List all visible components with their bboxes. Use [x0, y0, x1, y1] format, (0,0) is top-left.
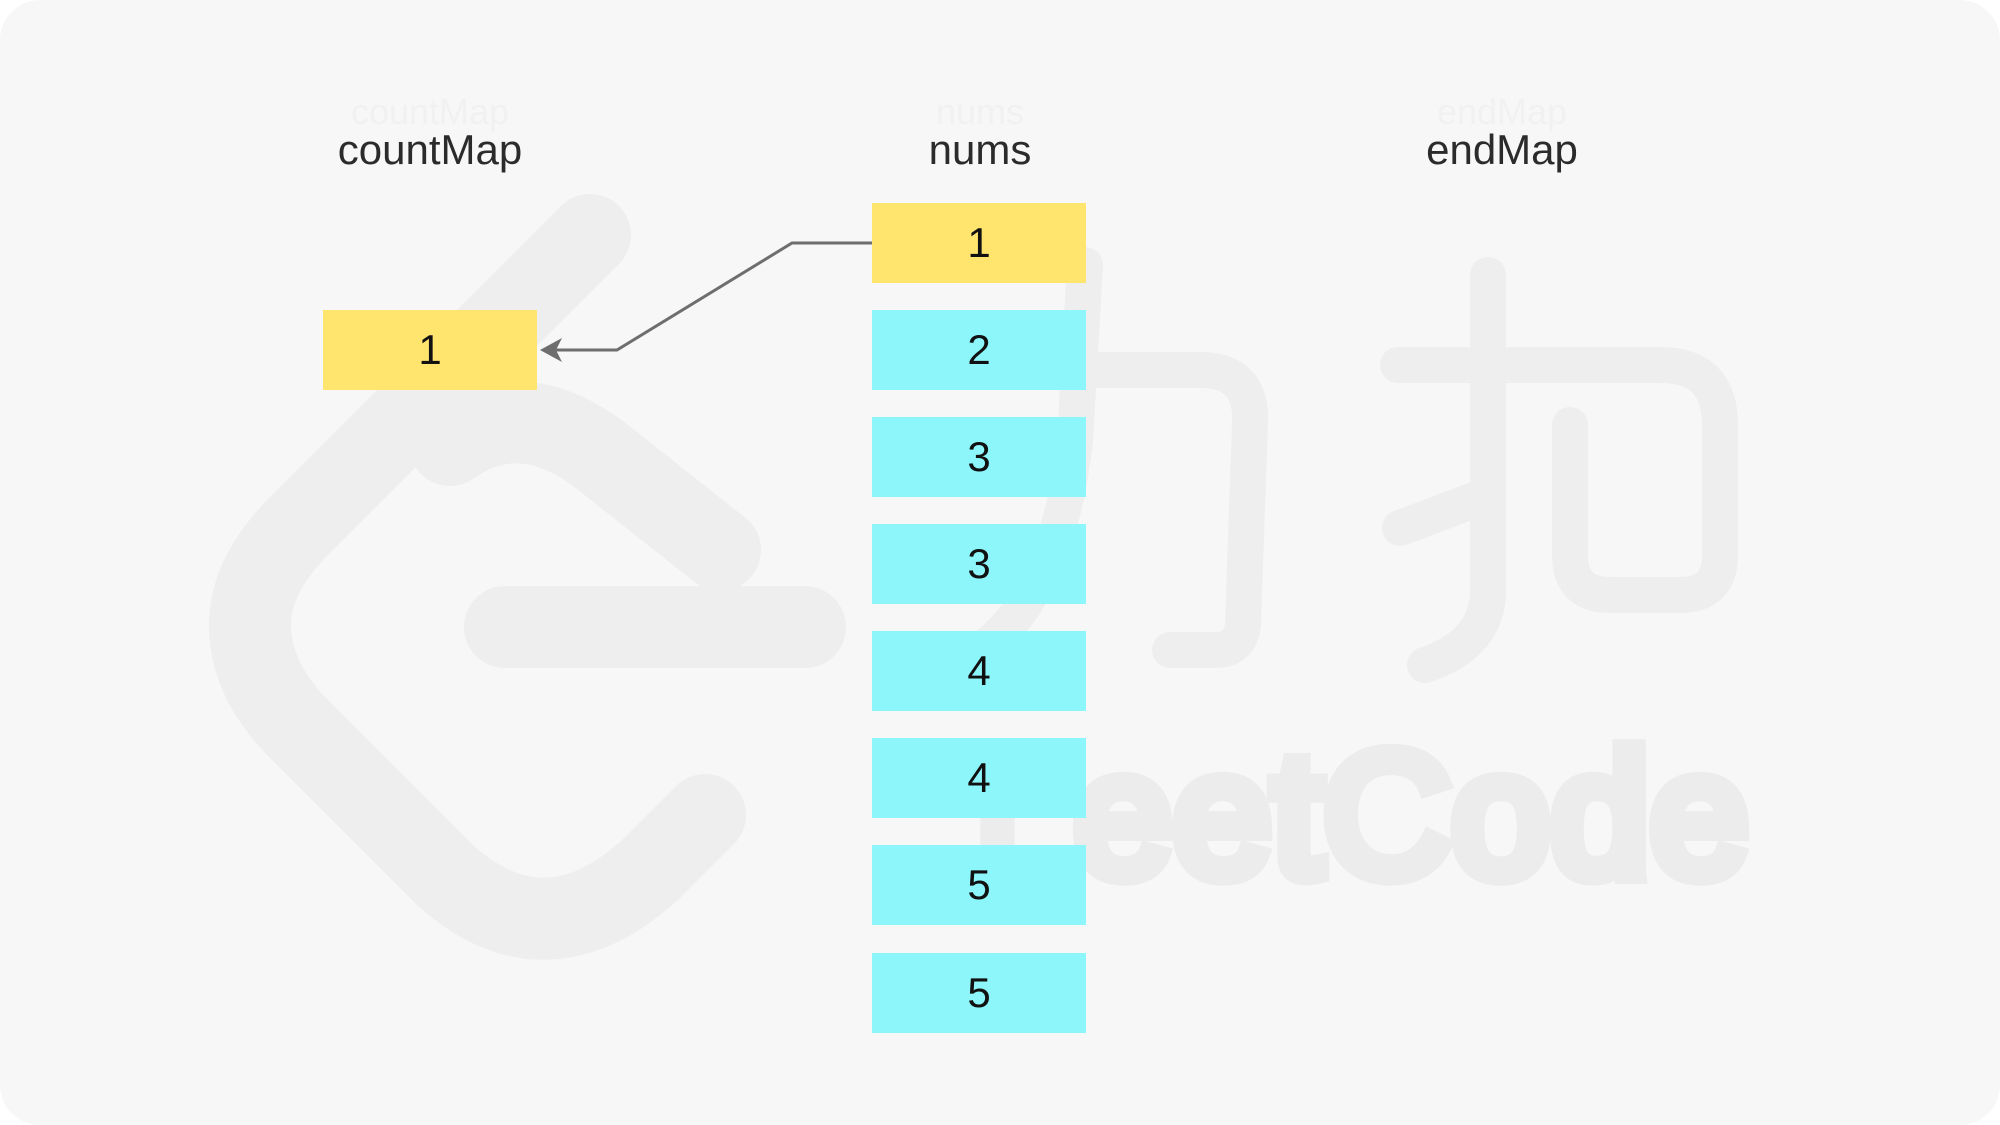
ghost-label-count-map: countMap — [350, 91, 510, 132]
nums-cell: 3 — [872, 524, 1086, 604]
nums-cell: 5 — [872, 845, 1086, 925]
nums-cell: 1 — [872, 203, 1086, 283]
nums-cell: 4 — [872, 631, 1086, 711]
nums-cell: 5 — [872, 953, 1086, 1033]
nums-label: nums — [928, 126, 1032, 173]
ghost-label-end-map: endMap — [1436, 91, 1568, 132]
nums-cell: 2 — [872, 310, 1086, 390]
end-map-label: endMap — [1426, 126, 1578, 173]
watermark-wordmark: LeetCode — [975, 718, 1750, 913]
count-map-cell: 1 — [323, 310, 537, 390]
nums-cell: 3 — [872, 417, 1086, 497]
nums-cell: 4 — [872, 738, 1086, 818]
count-map-label: countMap — [337, 126, 523, 173]
ghost-label-nums: nums — [935, 91, 1025, 132]
